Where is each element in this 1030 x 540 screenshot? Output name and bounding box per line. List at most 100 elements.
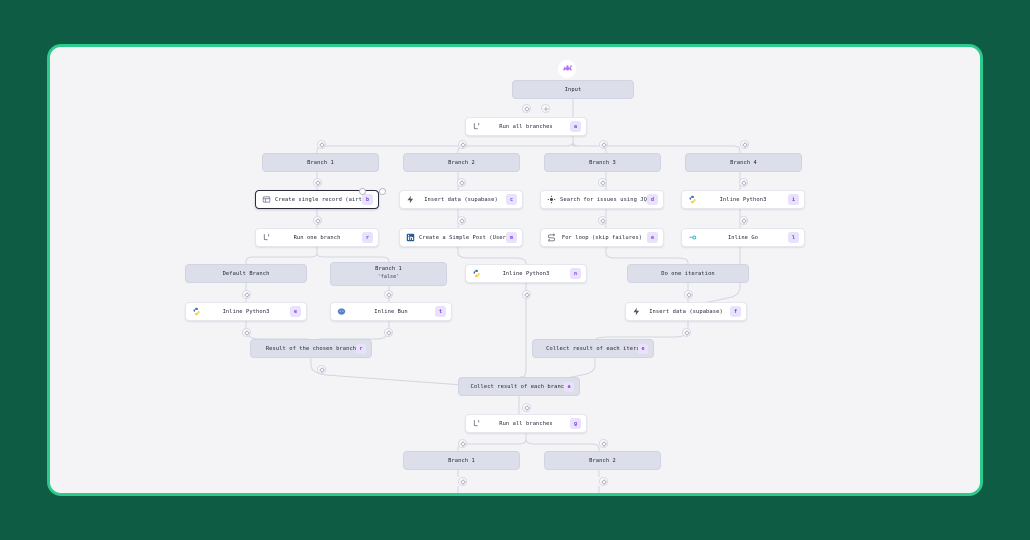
flow-node-badge: e [647,232,658,243]
py1-connector[interactable] [739,178,748,187]
flow-node-badge: t [435,306,446,317]
bun-connector[interactable] [384,328,393,337]
branch-all-icon [471,121,482,132]
flow-node-badge: n [570,268,581,279]
py2-connector[interactable] [522,290,531,299]
chosen-connector[interactable] [317,365,326,374]
flow-node-supabase2[interactable]: Insert data (supabase) f [625,302,747,321]
flow-node-label: Create a Simple Post (User) (... [419,234,506,241]
linkedin-icon [405,232,416,243]
flow-node-defbranch[interactable]: Default Branch [185,264,307,283]
flow-node-badge: r [362,232,373,243]
flow-node-badge: e [290,306,301,317]
branch1-connector[interactable] [317,140,326,149]
py3-connector[interactable] [242,328,251,337]
flow-node-go[interactable]: Inline Go l [681,228,805,247]
flow-node-badge: c [506,194,517,205]
flow-node-badge: i [788,194,799,205]
airtable-connector[interactable] [313,178,322,187]
go-icon [687,232,698,243]
runone-connector[interactable] [313,216,322,225]
flow-node-badge: l [788,232,799,243]
collect-connector[interactable] [522,403,531,412]
flow-node-badge: f [730,306,741,317]
flow-node-label: Collect result of each itera [546,345,640,352]
flow-node-badge: b [362,194,373,205]
add-step-above[interactable] [522,104,531,113]
flow-node-label: Do one iteration [661,270,715,277]
puzzle-icon [558,60,576,78]
branch2-connector[interactable] [458,140,467,149]
flow-node-py3[interactable]: Inline Python3 e [185,302,307,321]
flow-node-branch1[interactable]: Branch 1 [262,153,379,172]
flow-node-forloop[interactable]: For loop (skip failures) e [540,228,664,247]
flow-node-doone[interactable]: Do one iteration [627,264,749,283]
flow-node-label: Inline Python3 [222,308,270,315]
jira-connector[interactable] [598,178,607,187]
selected-node-handle-left[interactable] [359,188,366,195]
loop-icon [546,232,557,243]
linkedin-connector[interactable] [457,216,466,225]
branch2b-out[interactable] [599,477,608,486]
flow-node-branch4[interactable]: Branch 4 [685,153,802,172]
branch-one-icon [261,232,272,243]
go-connector[interactable] [739,216,748,225]
flow-node-badge: a [564,381,574,392]
supabase2-connector[interactable] [682,328,691,337]
flow-node-linkedin[interactable]: Create a Simple Post (User) (...m [399,228,523,247]
flow-node-label: Insert data (supabase) [424,196,498,203]
branch2b-connector[interactable] [599,439,608,448]
flow-node-label: Run all branches [499,123,553,130]
python-icon [191,306,202,317]
flow-node-supabase1[interactable]: Insert data (supabase) c [399,190,523,209]
doone-connector[interactable] [684,290,693,299]
branch1b-out[interactable] [458,477,467,486]
flow-node-label: Inline Python3 [719,196,767,203]
flow-node-label: Branch 2 [589,457,616,464]
forloop-connector[interactable] [598,216,607,225]
selected-node-handle-right[interactable] [379,188,386,195]
branch1b-connector[interactable] [458,439,467,448]
airtable-icon [261,194,272,205]
flow-node-branch2[interactable]: Branch 2 [403,153,520,172]
flow-node-branch1b[interactable]: Branch 1 [403,451,520,470]
flow-node-label: For loop (skip failures) [561,234,643,241]
flow-node-label: Default Branch [222,270,270,277]
branch4-connector[interactable] [740,140,749,149]
flow-node-airtable[interactable]: Create single record (airtable)b [255,190,379,209]
supabase-icon [405,194,416,205]
flow-node-jira[interactable]: Search for issues using JQL (...d [540,190,664,209]
branch3-connector[interactable] [599,140,608,149]
flow-node-py1[interactable]: Inline Python3 i [681,190,805,209]
flow-node-sublabel: 'false' [377,274,400,281]
flow-node-label: Branch 4 [730,159,757,166]
flow-node-label: Inline Go [727,234,759,241]
python-icon [471,268,482,279]
flow-node-label: Branch 1 [375,266,402,273]
flow-node-branchfalse[interactable]: Branch 1'false' [330,262,447,286]
flow-node-branch3[interactable]: Branch 3 [544,153,661,172]
flow-node-label: Insert data (supabase) [649,308,723,315]
flow-node-label: Result of the chosen branch [265,345,357,352]
flow-node-branch2b[interactable]: Branch 2 [544,451,661,470]
flow-node-input[interactable]: Input [512,80,634,99]
flow-node-label: Branch 1 [307,159,334,166]
add-branch[interactable] [541,104,550,113]
branchfalse-connector[interactable] [384,290,393,299]
defbranch-connector[interactable] [242,290,251,299]
jira-icon [546,194,557,205]
supabase1-connector[interactable] [457,178,466,187]
flow-node-label: Create single record (airtable) [275,196,362,203]
flow-node-label: Run all branches [499,420,553,427]
flow-node-badge: e [638,343,648,354]
